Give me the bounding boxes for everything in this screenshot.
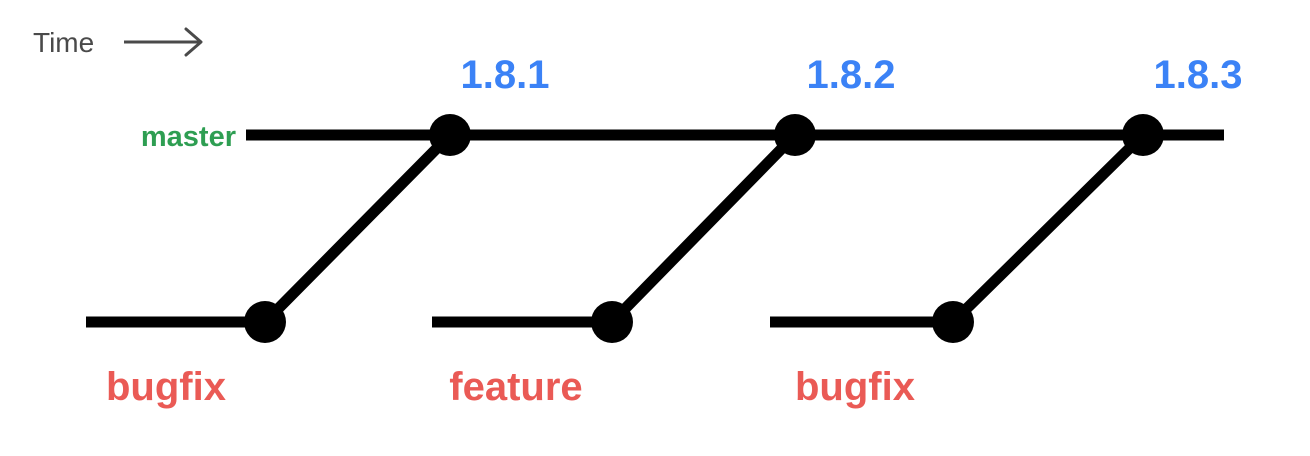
master-commit-node-1-8-1 — [429, 114, 471, 156]
master-commit-nodes-group — [429, 114, 1164, 156]
merge-line-bugfix-2 — [947, 129, 1149, 328]
time-axis-group: Time — [33, 27, 203, 58]
branch-commit-node-feature — [591, 301, 633, 343]
master-commit-node-1-8-3 — [1122, 114, 1164, 156]
master-branch-label: master — [141, 121, 236, 153]
branch-label-bugfix-1: bugfix — [106, 365, 226, 409]
version-tag-1-8-1: 1.8.1 — [461, 53, 550, 97]
branch-labels-group: bugfix feature bugfix — [106, 365, 915, 409]
branch-commit-nodes-group — [244, 301, 974, 343]
merge-lines-group — [259, 129, 1149, 328]
branch-label-bugfix-2: bugfix — [795, 365, 915, 409]
master-commit-node-1-8-2 — [774, 114, 816, 156]
version-tag-1-8-3: 1.8.3 — [1154, 53, 1243, 97]
merge-line-feature — [606, 129, 801, 328]
branch-commit-node-bugfix-2 — [932, 301, 974, 343]
branch-commit-node-bugfix-1 — [244, 301, 286, 343]
time-axis-label: Time — [33, 27, 94, 58]
master-branch-group: master — [141, 121, 1224, 153]
version-tag-group: 1.8.1 1.8.2 1.8.3 — [461, 53, 1243, 97]
arrow-right-icon — [124, 27, 203, 57]
version-tag-1-8-2: 1.8.2 — [807, 53, 896, 97]
branch-label-feature: feature — [449, 365, 582, 409]
merge-line-bugfix-1 — [259, 129, 456, 328]
